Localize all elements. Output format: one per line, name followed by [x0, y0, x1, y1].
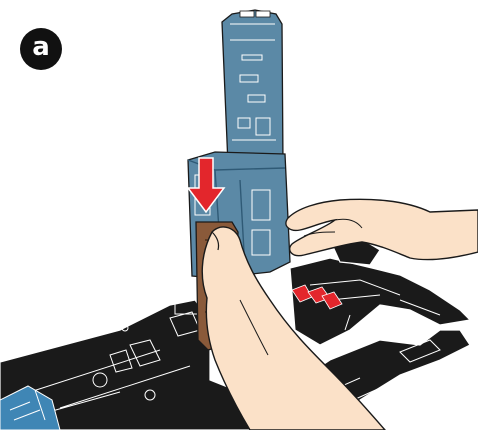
step-badge: a — [20, 28, 62, 70]
right-hand — [286, 199, 478, 259]
cartridge-lid — [222, 10, 283, 165]
step-label: a — [32, 34, 50, 60]
